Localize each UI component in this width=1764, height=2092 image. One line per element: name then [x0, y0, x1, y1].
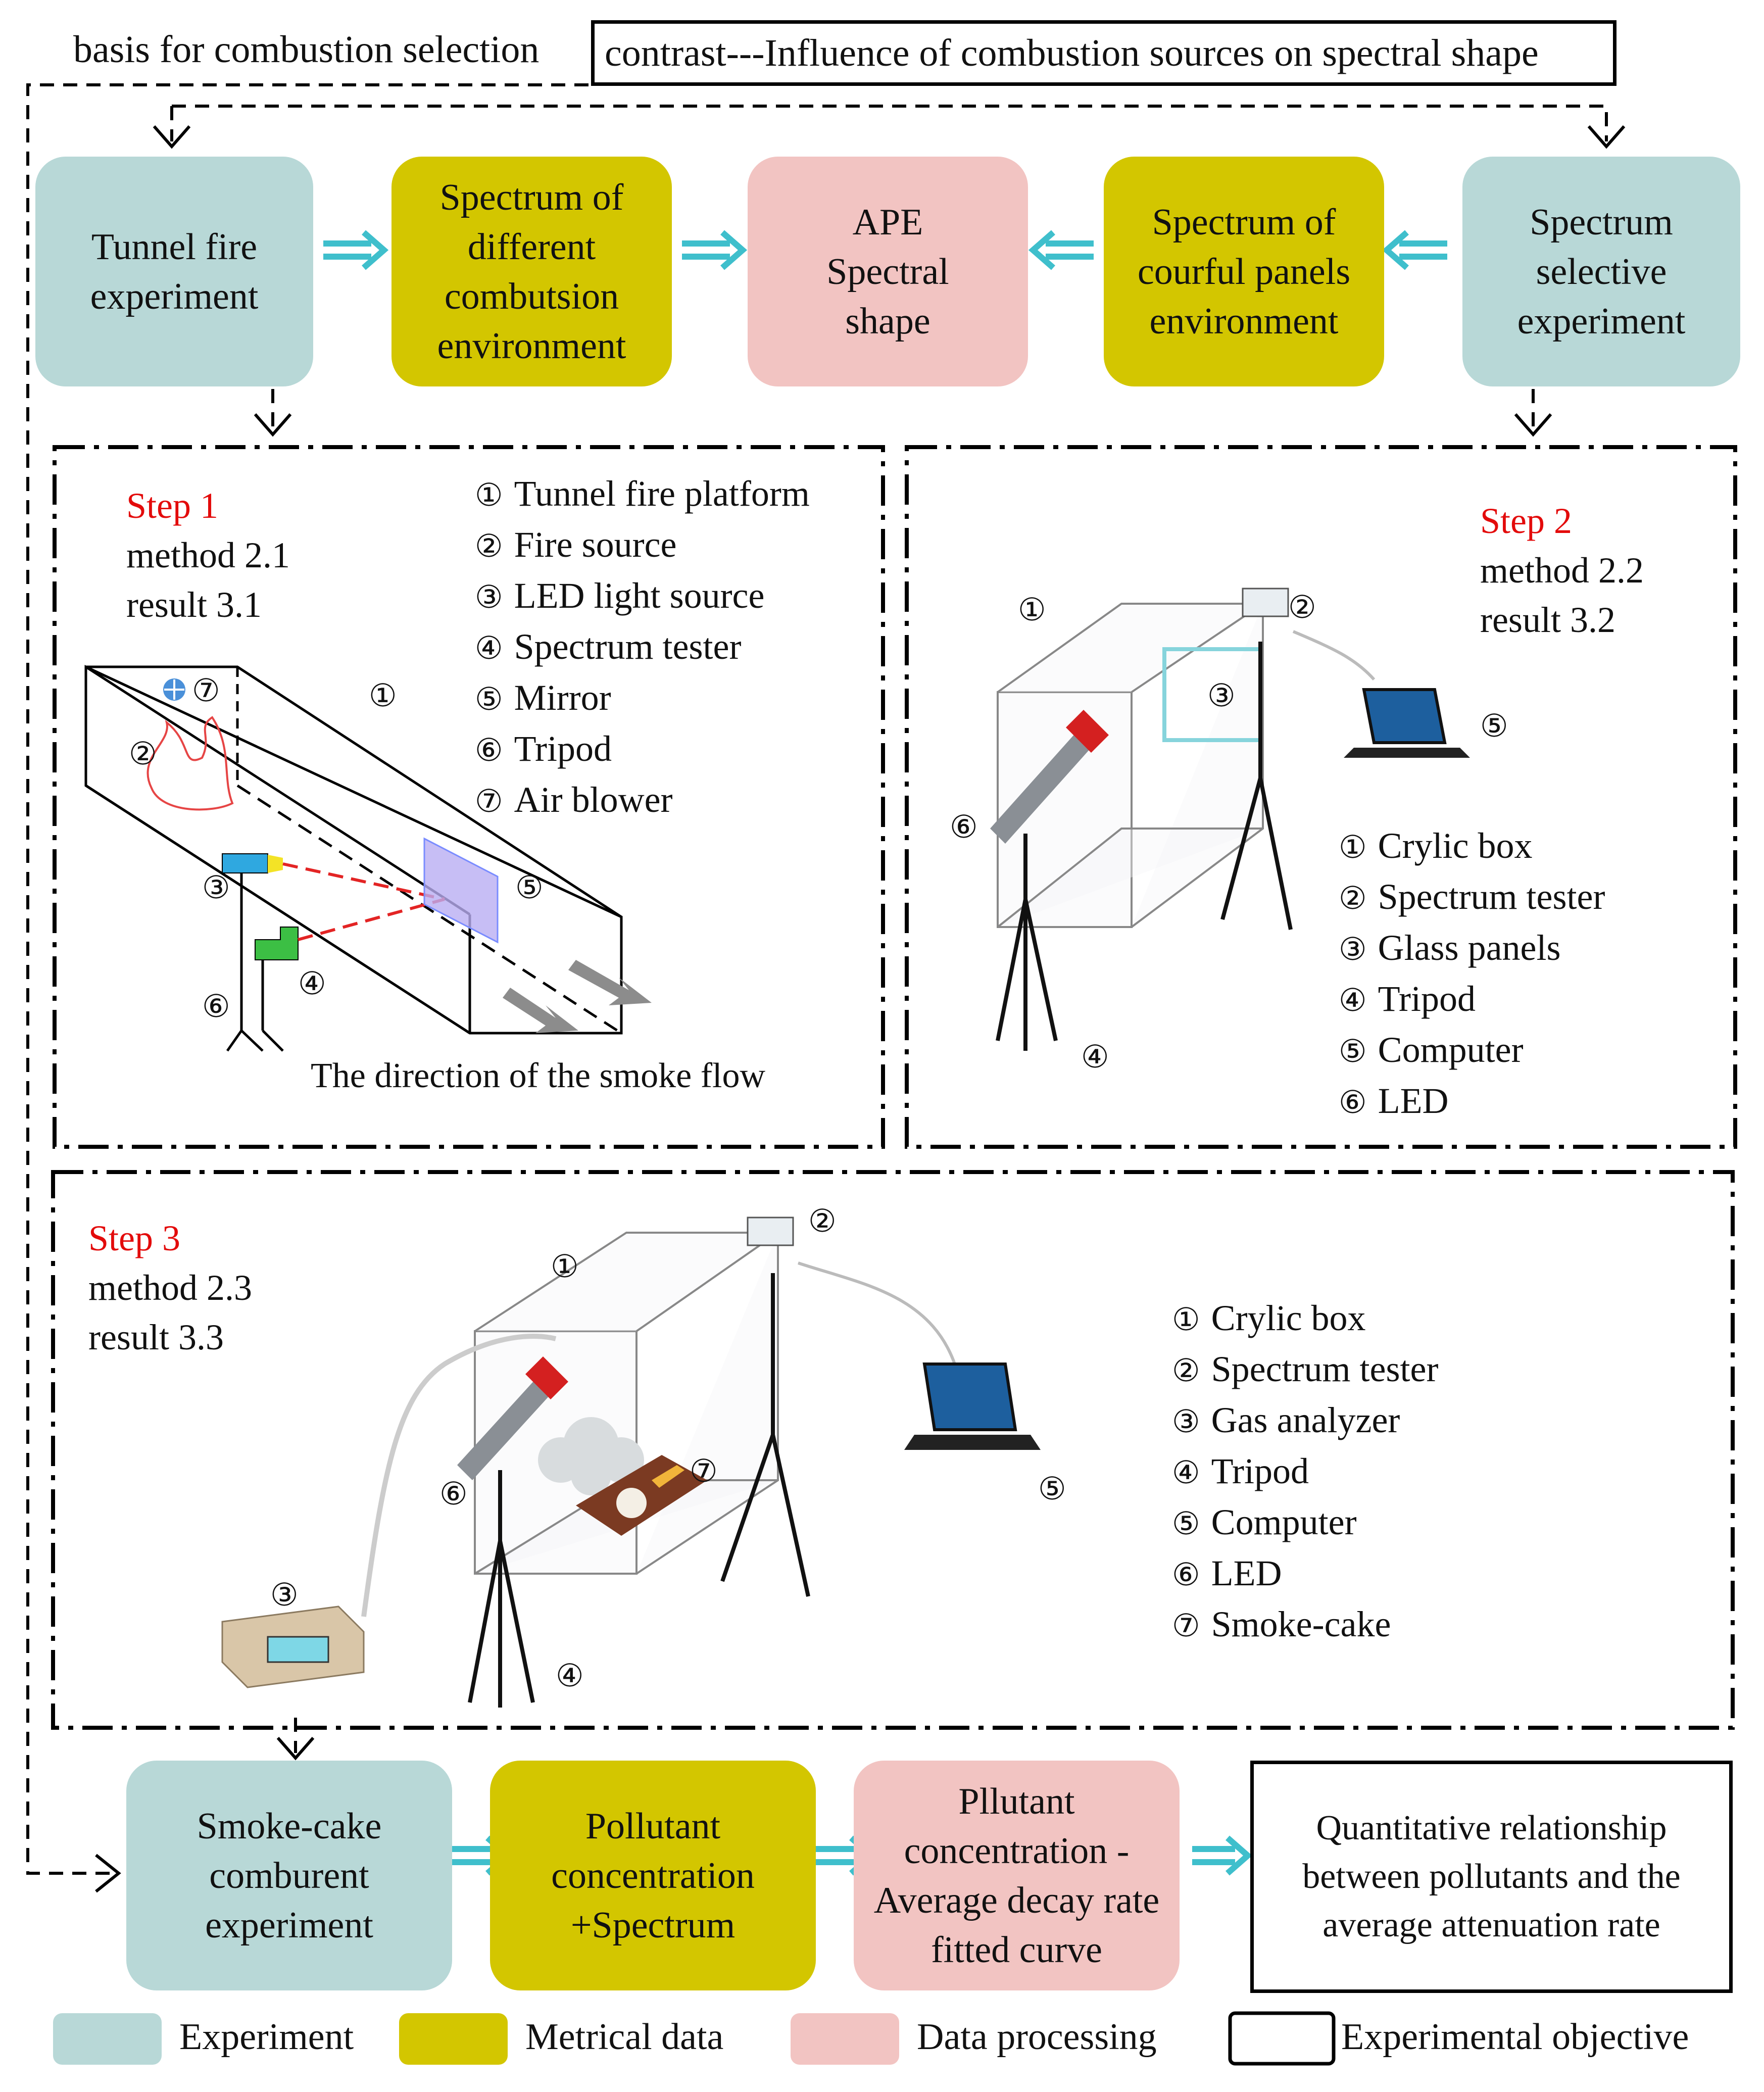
air-blower-icon	[163, 678, 185, 701]
legend-metrical-label: Metrical data	[525, 2016, 724, 2058]
step1-label: Step 1	[126, 485, 219, 526]
spectrum-selective-experiment-box: Spectrum selective experiment	[1462, 157, 1740, 386]
pollutant-spectrum-box: Pollutant concentration +Spectrum	[490, 1761, 816, 1990]
s3-box-callout-1: ①	[551, 1248, 579, 1285]
step3-label: Step 3	[88, 1218, 181, 1258]
smoke-flow-caption: The direction of the smoke flow	[311, 1056, 766, 1095]
smoke-cake-experiment-box: Smoke-cake comburent experiment	[126, 1761, 452, 1990]
tunnel-illustration	[84, 665, 623, 1035]
spectrum-tester-step3	[747, 1217, 794, 1246]
smoke-cloud-icon	[538, 1417, 644, 1495]
led-torch-step2	[990, 710, 1109, 844]
step2-method: method 2.2	[1480, 550, 1644, 591]
step2-label: Step 2	[1480, 501, 1573, 541]
s3-led-callout-6: ⑥	[439, 1475, 468, 1512]
spectrum-different-combustion-box: Spectrum of different combutsion environ…	[391, 157, 672, 386]
spectrum-colorful-panels-box: Spectrum of courful panels environment	[1104, 157, 1384, 386]
s2-glass-callout-3: ③	[1207, 677, 1236, 714]
acrylic-box-step2	[997, 603, 1266, 928]
light-path	[282, 862, 445, 941]
fitted-curve-box: Pllutant concentration - Average decay r…	[854, 1761, 1180, 1990]
fire-callout-2: ②	[129, 735, 157, 772]
experimental-objective-box: Quantitative relationship between pollut…	[1250, 1761, 1733, 1993]
legend-experiment-label: Experiment	[179, 2016, 354, 2058]
legend-metrical-swatch	[399, 2013, 508, 2065]
led-callout-3: ③	[202, 869, 230, 906]
legend-objective-label: Experimental objective	[1341, 2016, 1689, 2058]
tunnel-callout-1: ①	[369, 677, 397, 714]
smoke-direction-arrows	[503, 960, 652, 1033]
tripod-callout-6: ⑥	[202, 988, 230, 1025]
led-torch-step3	[457, 1356, 568, 1480]
tester-callout-4: ④	[298, 965, 326, 1002]
legend-processing-label: Data processing	[917, 2016, 1157, 2058]
step3-method: method 2.3	[88, 1268, 252, 1308]
tripod-step2	[996, 642, 1293, 1051]
gas-tube	[361, 1334, 557, 1617]
tunnel-fire-experiment-box: Tunnel fire experiment	[35, 157, 313, 386]
s3-computer-callout-5: ⑤	[1038, 1470, 1066, 1507]
s2-tester-callout-2: ②	[1288, 589, 1316, 625]
step3-result: result 3.3	[88, 1317, 224, 1357]
computer-step2	[1344, 688, 1470, 758]
s2-led-callout-6: ⑥	[950, 808, 978, 845]
tripod-sketch	[226, 873, 284, 1052]
tripod-step3	[468, 1273, 810, 1708]
legend-processing-swatch	[791, 2013, 899, 2065]
s2-computer-callout-5: ⑤	[1480, 707, 1508, 744]
legend-objective-swatch	[1228, 2011, 1336, 2066]
spectrum-tester-icon	[255, 927, 299, 960]
ape-spectral-shape-box: APE Spectral shape	[748, 157, 1028, 386]
legend-experiment-swatch	[53, 2013, 162, 2065]
header-basis-text: basis for combustion selection	[73, 28, 540, 71]
fire-source-sketch	[146, 716, 234, 811]
gas-analyzer-icon	[221, 1606, 365, 1688]
computer-step3	[904, 1363, 1041, 1450]
s3-tester-callout-2: ②	[808, 1202, 837, 1239]
step2-result: result 3.2	[1480, 600, 1615, 640]
s2-box-callout-1: ①	[1018, 591, 1046, 628]
led-source-icon	[222, 853, 268, 873]
header-contrast-box: contrast---Influence of combustion sourc…	[591, 20, 1616, 86]
step1-method: method 2.1	[126, 535, 290, 575]
step-panels	[51, 445, 1737, 1730]
s3-tripod-callout-4: ④	[556, 1657, 584, 1694]
step1-result: result 3.1	[126, 585, 262, 625]
mirror-icon	[423, 837, 499, 944]
mirror-callout-5: ⑤	[515, 869, 544, 906]
blower-callout-7: ⑦	[192, 672, 220, 709]
feedback-loop-dashed	[26, 83, 1608, 1875]
spectrum-tester-step2	[1242, 588, 1289, 617]
s2-tripod-callout-4: ④	[1081, 1038, 1109, 1075]
s3-cake-callout-7: ⑦	[690, 1452, 718, 1489]
smoke-cake-icon	[576, 1455, 707, 1536]
s3-analyzer-callout-3: ③	[270, 1576, 299, 1613]
